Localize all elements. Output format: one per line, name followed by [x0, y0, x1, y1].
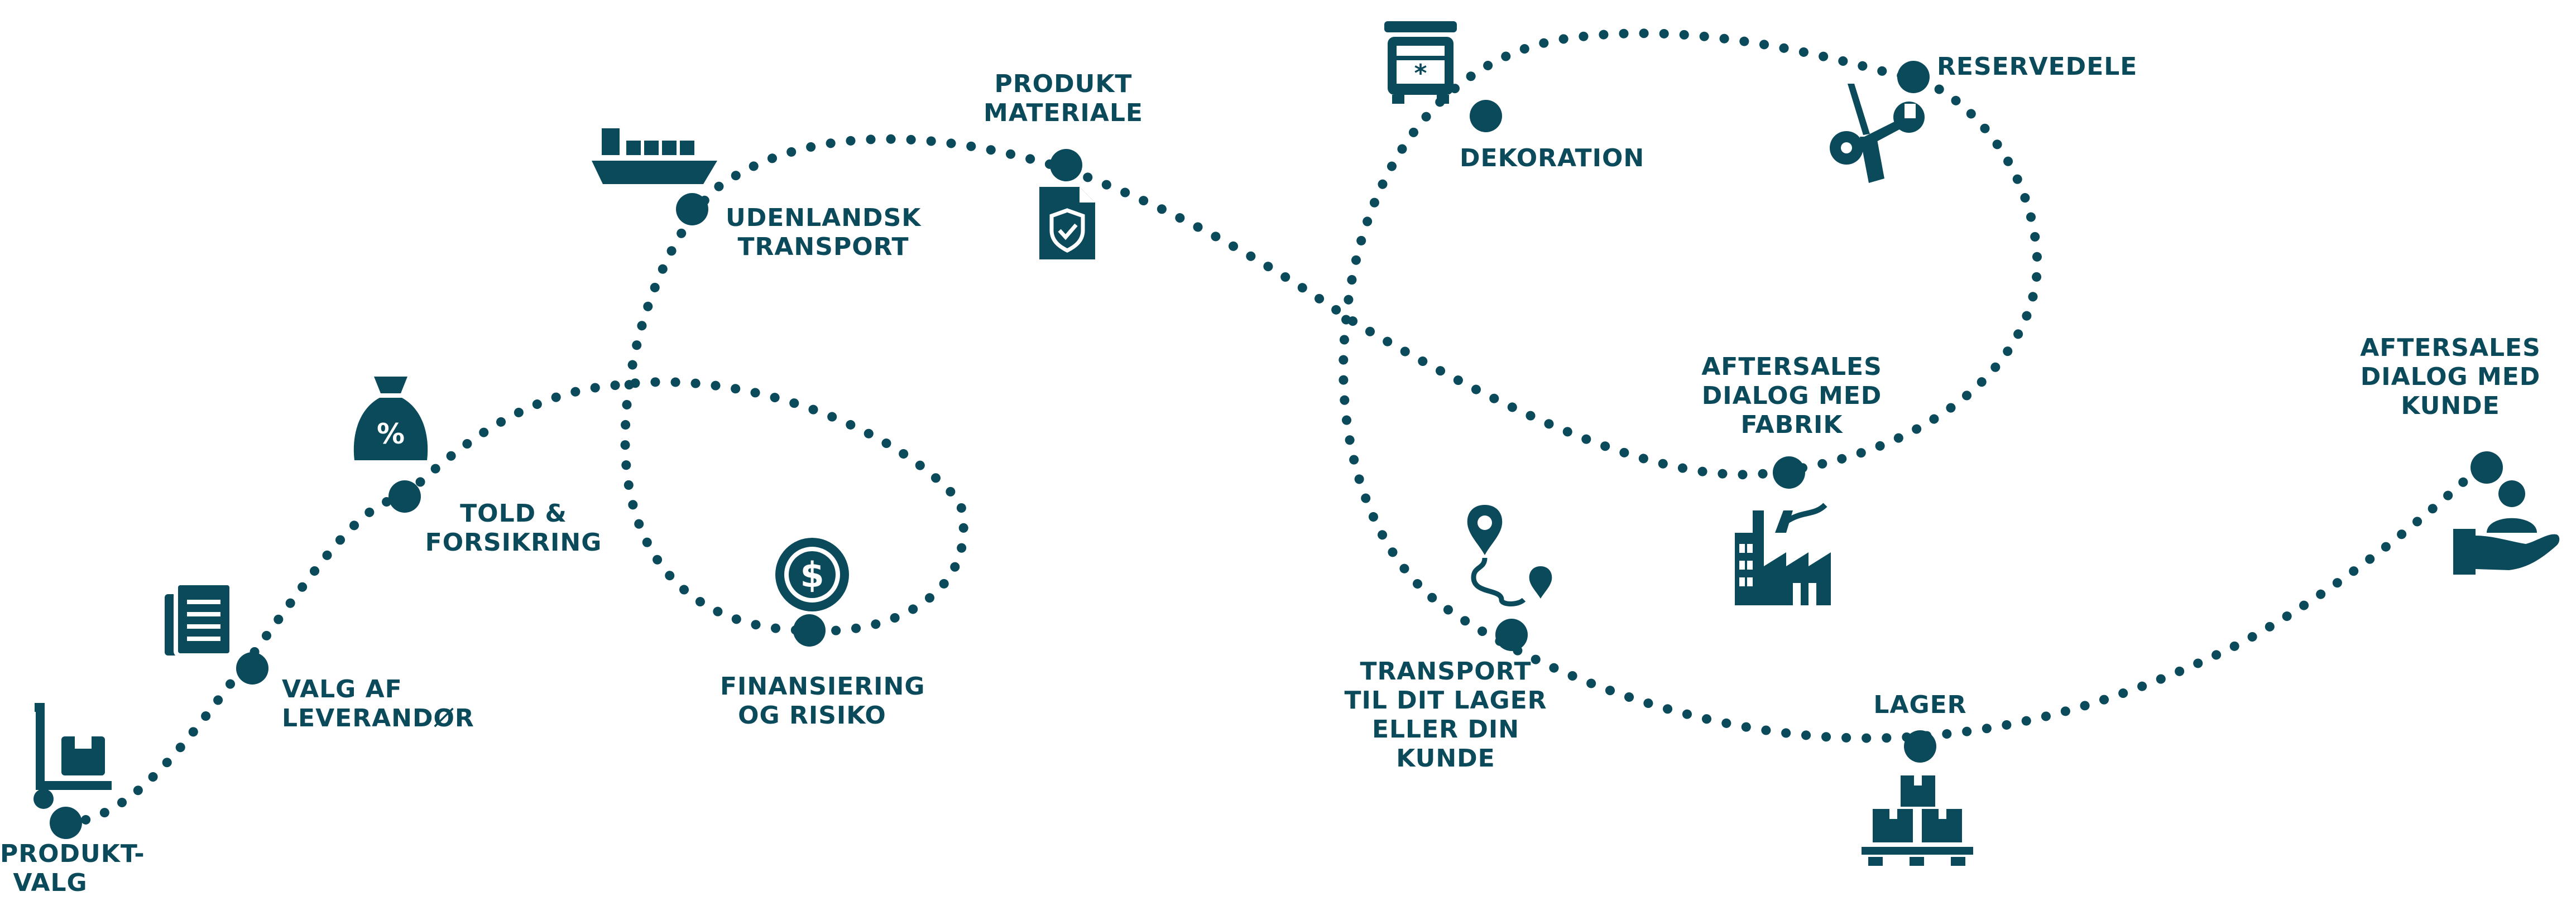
node-told-forsikring — [388, 480, 421, 513]
label-finansiering: FINANSIERING OG RISIKO — [720, 672, 925, 730]
svg-text:%: % — [377, 418, 405, 450]
factory-icon — [1735, 503, 1831, 605]
label-line: TIL DIT LAGER — [1344, 686, 1547, 715]
node-finansiering — [793, 614, 826, 647]
label-lager: LAGER — [1859, 691, 1982, 720]
node-dekoration — [1470, 100, 1502, 132]
label-line: TRANSPORT — [737, 233, 909, 261]
label-line: VALG AF — [282, 675, 402, 703]
node-aftersales-kunde — [2471, 451, 2503, 484]
route-pin-icon — [1467, 505, 1552, 606]
label-valg-af-leverandor: VALG AF LEVERANDØR — [282, 675, 474, 733]
label-produkt-materiale: PRODUKT MATERIALE — [980, 70, 1147, 128]
label-line: FABRIK — [1740, 411, 1843, 439]
label-line: PRODUKT- — [0, 840, 145, 868]
label-line: KUNDE — [1396, 744, 1495, 773]
label-line: MATERIALE — [984, 99, 1143, 127]
label-produktvalg: PRODUKT- VALG — [0, 840, 145, 898]
label-reservedele: RESERVEDELE — [1937, 52, 2137, 81]
label-udenlandsk-transport: UDENLANDSK TRANSPORT — [726, 204, 921, 262]
documents-icon — [165, 581, 234, 658]
hand-person-icon — [2453, 480, 2560, 575]
cooler-box-icon: * — [1384, 21, 1457, 104]
node-udenlandsk-transport — [676, 193, 708, 225]
label-line: PRODUKT — [994, 70, 1133, 98]
label-line: DEKORATION — [1460, 144, 1645, 172]
label-line: FORSIKRING — [425, 528, 602, 557]
shield-document-icon — [1039, 187, 1095, 259]
journey-nodes — [50, 61, 2503, 839]
label-aftersales-kunde: AFTERSALES DIALOG MED KUNDE — [2344, 334, 2556, 421]
label-line: VALG — [13, 869, 88, 897]
label-told-forsikring: TOLD & FORSIKRING — [424, 499, 603, 557]
dollar-coin-icon: $ — [775, 538, 849, 611]
svg-text:$: $ — [800, 555, 824, 595]
hand-truck-box-icon — [33, 703, 112, 809]
label-line: ELLER DIN — [1371, 715, 1520, 744]
node-produkt-materiale — [1050, 149, 1082, 181]
label-dekoration: DEKORATION — [1460, 144, 1644, 173]
label-line: FINANSIERING — [720, 672, 925, 701]
label-line: AFTERSALES — [1701, 353, 1882, 381]
wrench-screwdriver-icon — [1830, 84, 1925, 183]
label-transport-lager: TRANSPORT TIL DIT LAGER ELLER DIN KUNDE — [1328, 657, 1563, 773]
label-line: LAGER — [1873, 691, 1967, 719]
node-lager — [1904, 730, 1936, 763]
node-valg-af-leverandor — [236, 652, 268, 685]
label-line: DIALOG MED — [2360, 363, 2541, 391]
label-line: DIALOG MED — [1701, 382, 1882, 410]
node-reservedele — [1897, 61, 1930, 93]
label-line: KUNDE — [2401, 392, 2500, 420]
label-line: LEVERANDØR — [282, 704, 474, 732]
label-aftersales-fabrik: AFTERSALES DIALOG MED FABRIK — [1686, 353, 1898, 440]
node-aftersales-fabrik — [1773, 456, 1805, 489]
label-line: OG RISIKO — [738, 701, 886, 730]
label-line: TRANSPORT — [1360, 657, 1532, 686]
svg-text:*: * — [1414, 59, 1427, 88]
label-line: AFTERSALES — [2360, 334, 2541, 362]
label-line: RESERVEDELE — [1937, 52, 2138, 81]
node-transport-lager — [1495, 619, 1528, 651]
cargo-ship-icon — [592, 128, 717, 184]
node-produktvalg — [50, 807, 82, 839]
label-line: UDENLANDSK — [726, 204, 922, 232]
money-bag-percent-icon: % — [353, 377, 428, 460]
label-line: TOLD & — [460, 499, 567, 528]
pallet-boxes-icon — [1862, 775, 1973, 866]
